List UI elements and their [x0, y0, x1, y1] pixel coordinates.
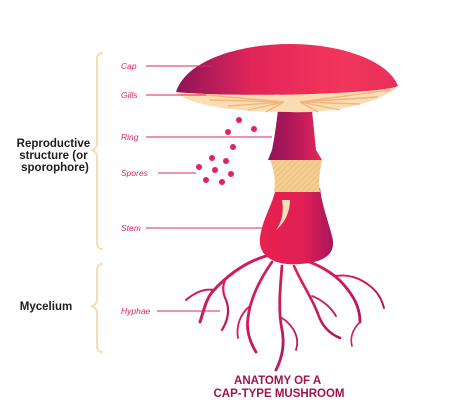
cap-label: Cap — [121, 61, 137, 71]
reproductive-structure-label: Reproductive structure (or sporophore) — [17, 138, 94, 174]
leader-lines — [146, 65, 272, 312]
spores — [196, 117, 257, 185]
ring-label: Ring — [121, 132, 139, 142]
reproductive-brace — [90, 52, 104, 250]
cap — [176, 44, 398, 113]
gills-label: Gills — [121, 90, 138, 100]
hyphae-label: Hyphae — [121, 306, 151, 316]
stem-label: Stem — [121, 223, 141, 233]
mycelium-brace — [90, 263, 104, 353]
spores-label: Spores — [121, 168, 149, 178]
gill-lines — [195, 89, 391, 113]
hyphae — [185, 254, 385, 372]
ring — [270, 160, 322, 230]
diagram-title: ANATOMY OF A CAP-TYPE MUSHROOM — [214, 375, 345, 400]
mycelium-label: Mycelium — [20, 301, 72, 313]
